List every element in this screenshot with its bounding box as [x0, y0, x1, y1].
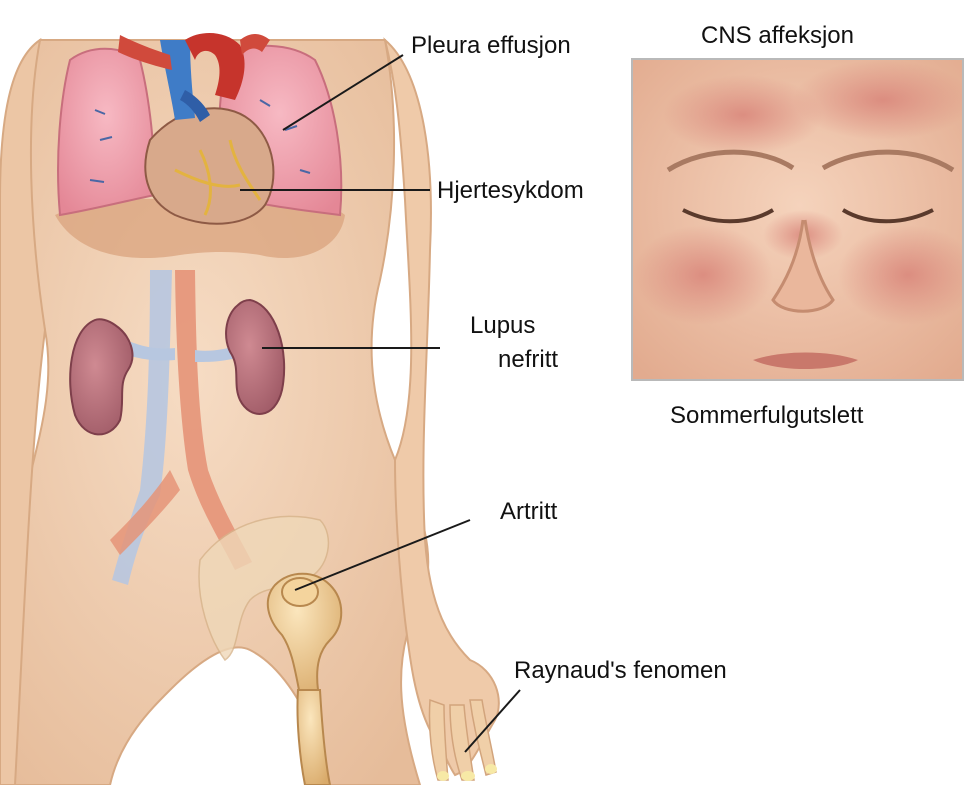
face-inset	[631, 58, 964, 381]
label-cns: CNS affeksjon	[701, 22, 854, 50]
pleura-leader	[283, 55, 403, 130]
label-butterfly-rash: Sommerfulgutslett	[670, 402, 863, 430]
label-nephritis: nefritt	[498, 346, 558, 374]
label-arthritis: Artritt	[500, 498, 557, 526]
label-lupus: Lupus	[470, 312, 535, 340]
raynaud-leader	[465, 690, 520, 752]
arthritis-leader	[295, 520, 470, 590]
label-raynaud: Raynaud's fenomen	[514, 657, 727, 685]
label-heart-disease: Hjertesykdom	[437, 177, 584, 205]
left-cheek-rash	[633, 225, 773, 325]
label-pleura-effusion: Pleura effusjon	[411, 32, 571, 60]
face-illustration	[633, 60, 964, 381]
